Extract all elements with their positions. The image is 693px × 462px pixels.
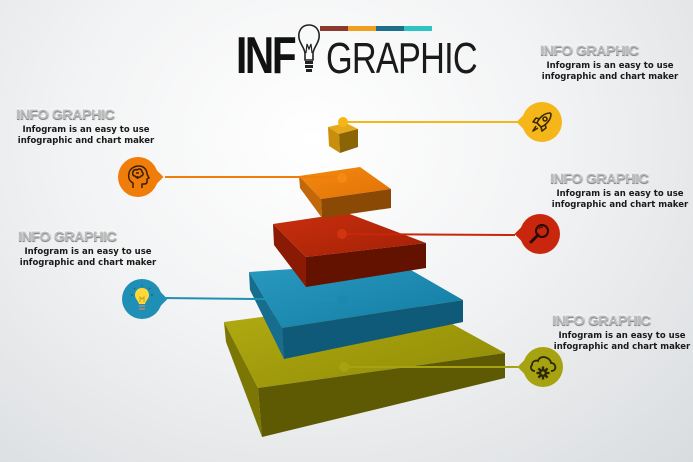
title-part-1: INF — [236, 27, 297, 85]
info-description: Infogram is an easy to use infographic a… — [553, 331, 691, 352]
info-description: Infogram is an easy to use infographic a… — [19, 247, 157, 268]
info-block-upper-left: INFO GRAPHIC Infogram is an easy to use … — [6, 106, 166, 147]
rocket-icon — [532, 112, 552, 132]
lightbulb-icon — [298, 24, 320, 72]
info-description: Infogram is an easy to use infographic a… — [541, 61, 679, 82]
connector-dot-3 — [337, 229, 347, 239]
info-heading: INFO GRAPHIC — [18, 228, 117, 244]
rocket-badge — [522, 102, 562, 142]
info-heading: INFO GRAPHIC — [16, 106, 115, 122]
pyramid-level-1 — [328, 123, 358, 153]
connector-dot-5 — [339, 362, 349, 372]
pyramid-level-2 — [299, 167, 391, 218]
magnifier-icon — [529, 224, 549, 244]
info-block-middle-left: INFO GRAPHIC Infogram is an easy to use … — [8, 228, 168, 269]
info-block-bottom-right: INFO GRAPHIC Infogram is an easy to use … — [542, 312, 693, 353]
stripe-brown — [320, 26, 348, 31]
lightbulb-icon — [131, 285, 153, 310]
info-heading: INFO GRAPHIC — [552, 312, 651, 328]
stripe-teal — [376, 26, 404, 31]
stripe-cyan — [404, 26, 432, 31]
info-heading: INFO GRAPHIC — [550, 170, 649, 186]
info-description: Infogram is an easy to use infographic a… — [17, 125, 155, 146]
connector-dot-2 — [337, 173, 347, 183]
info-block-middle-right: INFO GRAPHIC Infogram is an easy to use … — [540, 170, 693, 211]
info-heading: INFO GRAPHIC — [540, 42, 639, 58]
lightbulb-badge — [122, 279, 162, 319]
infographic-title: INF GRAPHIC — [236, 22, 519, 82]
info-block-top-right: INFO GRAPHIC Infogram is an easy to use … — [530, 42, 690, 83]
connector-line-4 — [162, 297, 344, 301]
cloud-gear-badge — [523, 347, 563, 387]
magnifier-badge — [520, 214, 560, 254]
stripe-orange — [348, 26, 376, 31]
title-color-stripes — [320, 26, 432, 31]
connector-dot-1 — [338, 117, 348, 127]
connector-line-3 — [341, 233, 516, 236]
connector-dot-4 — [338, 295, 348, 305]
info-description: Infogram is an easy to use infographic a… — [551, 189, 689, 210]
brain-head-icon — [127, 165, 150, 188]
brain-head-badge — [118, 157, 158, 197]
cloud-gear-icon — [530, 356, 557, 380]
title-part-2: GRAPHIC — [326, 34, 478, 83]
